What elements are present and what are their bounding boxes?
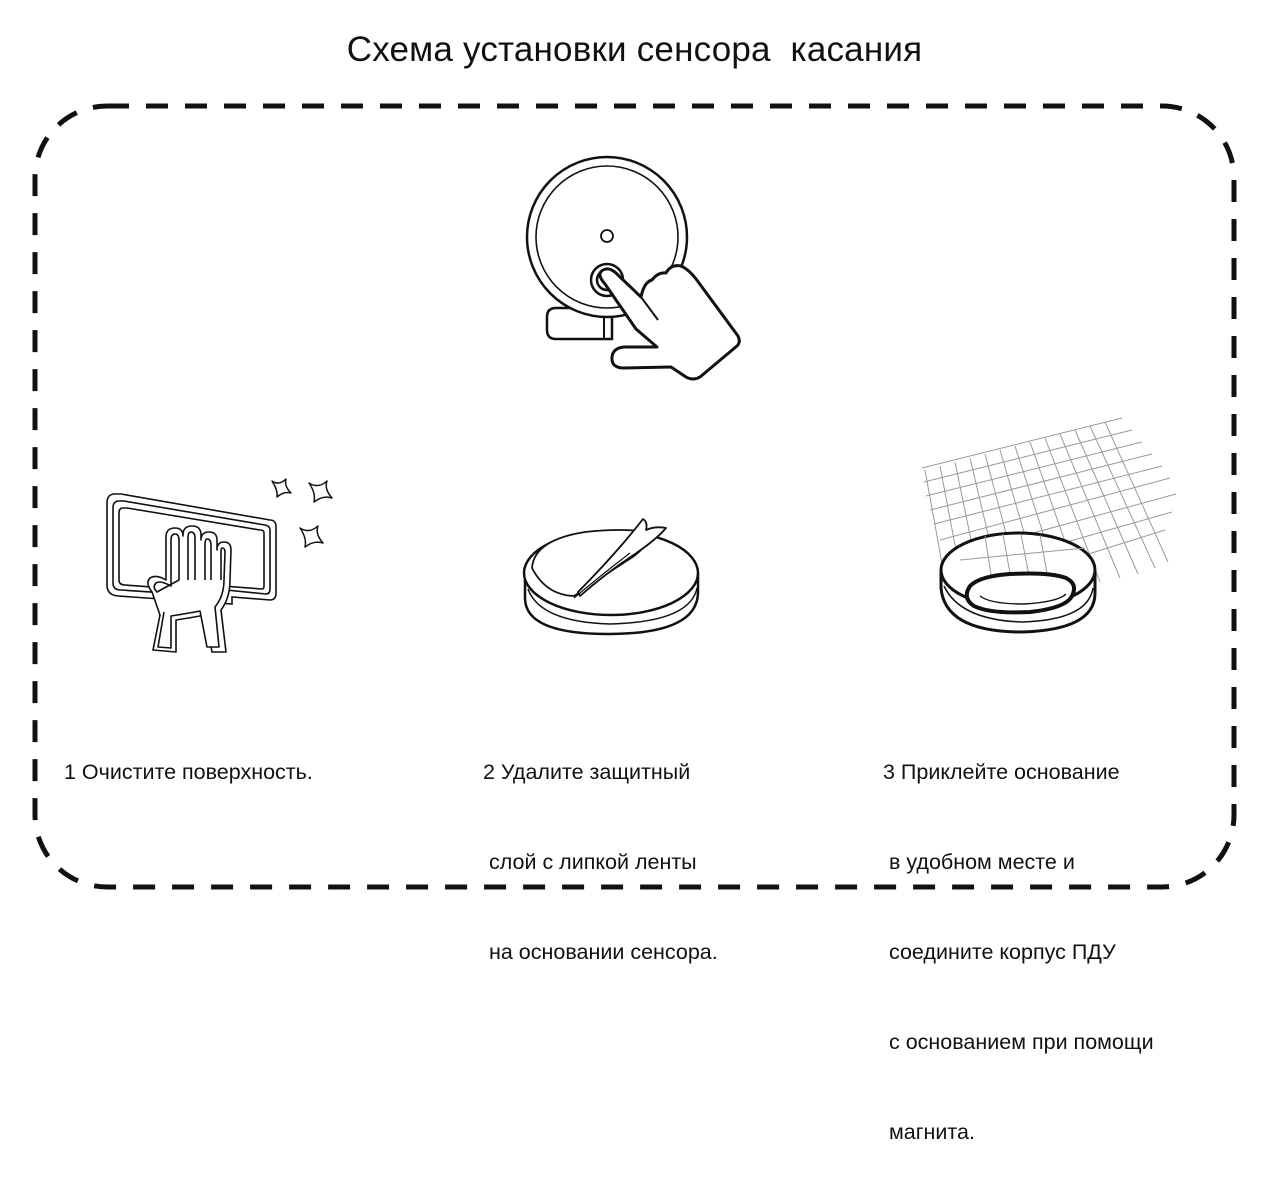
- step-2-line-3: на основании сенсора.: [483, 940, 718, 964]
- diagram-title: Схема установки сенсора касания: [346, 30, 923, 69]
- step-3-line-2: в удобном месте и: [883, 850, 1075, 874]
- adhesive-pad-peel-icon: [522, 518, 700, 636]
- step-3-line-4: с основанием при помощи: [883, 1030, 1154, 1054]
- step-3-line-3: соедините корпус ПДУ: [883, 940, 1116, 964]
- step-3-caption: 3 Приклейте основание в удобном месте и …: [883, 697, 1154, 1177]
- step-3-line-5: магнита.: [883, 1120, 975, 1144]
- step-1-caption: 1 Очистите поверхность.: [64, 697, 313, 817]
- base-on-surface-icon: [921, 417, 1177, 634]
- sensor-touch-icon: [525, 155, 741, 381]
- step-1-line-1: 1 Очистите поверхность.: [64, 760, 313, 784]
- step-2-line-1: 2 Удалите защитный: [483, 760, 691, 784]
- step-3-line-1: 3 Приклейте основание: [883, 760, 1120, 784]
- step-2-line-2: слой с липкой ленты: [483, 850, 697, 874]
- dashed-frame: [32, 103, 1237, 890]
- hand-wiping-surface-icon: [106, 478, 333, 653]
- step-2-caption: 2 Удалите защитный слой с липкой ленты н…: [483, 697, 718, 997]
